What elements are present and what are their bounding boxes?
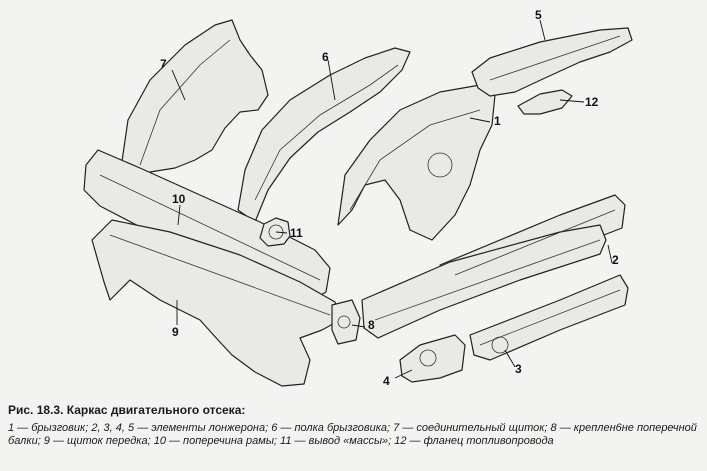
part-7-connecting-shield <box>119 19 269 176</box>
callout-8: 8 <box>368 318 375 332</box>
callout-4: 4 <box>383 374 390 388</box>
callout-2: 2 <box>612 253 619 267</box>
part-11-ground-terminal <box>259 217 291 247</box>
callout-11: 11 <box>290 226 303 240</box>
callout-12: 12 <box>585 95 599 109</box>
part-8-crossbeam-mounting <box>331 299 361 345</box>
part-6-mudguard-shelf <box>237 47 411 223</box>
part-5-longeron-element <box>471 27 633 97</box>
caption-legend: 1 — брызговик; 2, 3, 4, 5 — элементы лон… <box>8 422 697 447</box>
callout-3: 3 <box>515 362 522 376</box>
part-10-frame-crossmember <box>83 149 331 301</box>
callout-10: 10 <box>172 192 186 206</box>
callout-5: 5 <box>535 8 542 22</box>
part-4-lower-beam <box>399 334 466 383</box>
part-1-mudguard <box>337 84 496 241</box>
callout-9: 9 <box>172 325 179 339</box>
caption-title: Рис. 18.3. Каркас двигательного отсека: <box>8 403 246 417</box>
part-9-front-shield <box>91 219 341 387</box>
callout-6: 6 <box>322 50 329 64</box>
callout-1: 1 <box>494 114 501 128</box>
figure-caption: Рис. 18.3. Каркас двигательного отсека: … <box>8 402 698 448</box>
callout-7: 7 <box>160 57 167 71</box>
engine-bay-frame-illustration: 7 6 1 5 12 10 11 9 8 4 3 2 <box>83 8 633 388</box>
exploded-parts-drawing <box>83 19 633 387</box>
part-12-fuel-line-flange <box>517 89 573 115</box>
